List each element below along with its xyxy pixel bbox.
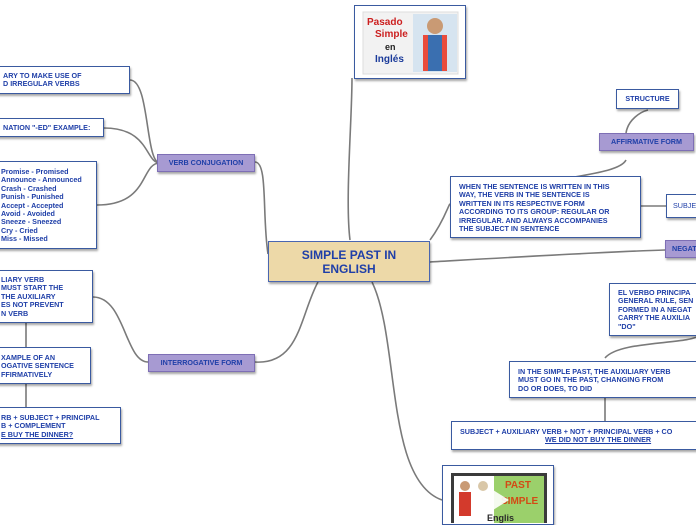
negative-formula-node[interactable]: SUBJECT + AUXILIARY VERB + NOT + PRINCIP… [451, 421, 696, 450]
structure-label: STRUCTURE [623, 95, 672, 103]
interrogative-form-node[interactable]: INTERROGATIVE FORM [148, 354, 255, 372]
negative-rule-node[interactable]: EL VERBO PRINCIPA GENERAL RULE, SEN FORM… [609, 283, 696, 336]
affirmative-form-node[interactable]: AFFIRMATIVE FORM [599, 133, 694, 151]
formula-example: E BUY THE DINNER? [1, 431, 114, 439]
aux-past-line: DO OR DOES, TO DID [518, 385, 691, 393]
interrogative-formula-node[interactable]: RB + SUBJECT + PRINCIPAL B + COMPLEMENT … [0, 407, 121, 444]
affirmative-explanation[interactable]: WHEN THE SENTENCE IS WRITTEN IN THIS WAY… [450, 176, 641, 238]
past-simple-video-node[interactable]: PAST SIMPLE Englis [442, 465, 554, 525]
video-title-3: Englis [487, 513, 514, 523]
structure-node[interactable]: STRUCTURE [616, 89, 679, 109]
verb-conjugation-node[interactable]: VERB CONJUGATION [157, 154, 255, 172]
thumb-title-3: en [385, 42, 396, 52]
aux-note-line: N VERB [1, 310, 86, 318]
thumb-title-1: Pasado [367, 17, 403, 28]
negative-form-node[interactable]: NEGAT [665, 240, 696, 258]
termination-ed-node[interactable]: NATION "-ED" EXAMPLE: [0, 118, 104, 137]
interrogative-example-note[interactable]: XAMPLE OF AN OGATIVE SENTENCE FFIRMATIVE… [0, 347, 91, 384]
negative-example: WE DID NOT BUY THE DINNER [460, 436, 691, 444]
thumb-title-2: Simple [375, 29, 408, 40]
irregular-verbs-note[interactable]: ARY TO MAKE USE OF D IRREGULAR VERBS [0, 66, 130, 94]
video-title-1: PAST [505, 480, 531, 491]
pasado-simple-thumbnail: Pasado Simple en Inglés [355, 6, 466, 79]
termination-ed-label: NATION "-ED" EXAMPLE: [3, 124, 97, 132]
subject-formula-label: SUBJE [673, 202, 693, 210]
past-simple-thumbnail: PAST SIMPLE Englis [443, 466, 554, 525]
verb-conjugation-label: VERB CONJUGATION [164, 159, 248, 167]
explanation-line: THE SUBJECT IN SENTENCE [459, 225, 632, 233]
thumb-title-4: Inglés [375, 54, 404, 65]
central-topic[interactable]: SIMPLE PAST IN ENGLISH [268, 241, 430, 282]
example-note-line: FFIRMATIVELY [1, 371, 84, 379]
video-title-2: SIMPLE [501, 496, 539, 507]
irregular-verbs-line2: D IRREGULAR VERBS [3, 80, 123, 88]
affirmative-form-label: AFFIRMATIVE FORM [606, 138, 687, 146]
rule-line: "DO" [618, 323, 691, 331]
interrogative-form-label: INTERROGATIVE FORM [155, 359, 248, 367]
example-item: Miss - Missed [1, 235, 90, 243]
subject-formula-node[interactable]: SUBJE [666, 194, 696, 218]
ed-examples-list[interactable]: Promise - Promised Announce - Announced … [0, 161, 97, 249]
auxiliary-verb-note[interactable]: LIARY VERB MUST START THE THE AUXILIARY … [0, 270, 93, 323]
pasado-simple-image-node[interactable]: Pasado Simple en Inglés [354, 5, 466, 79]
central-topic-line1: SIMPLE PAST IN [302, 248, 396, 262]
auxiliary-past-node[interactable]: IN THE SIMPLE PAST, THE AUXILIARY VERB M… [509, 361, 696, 398]
central-topic-line2: ENGLISH [302, 262, 396, 276]
negative-form-label: NEGAT [672, 245, 693, 253]
